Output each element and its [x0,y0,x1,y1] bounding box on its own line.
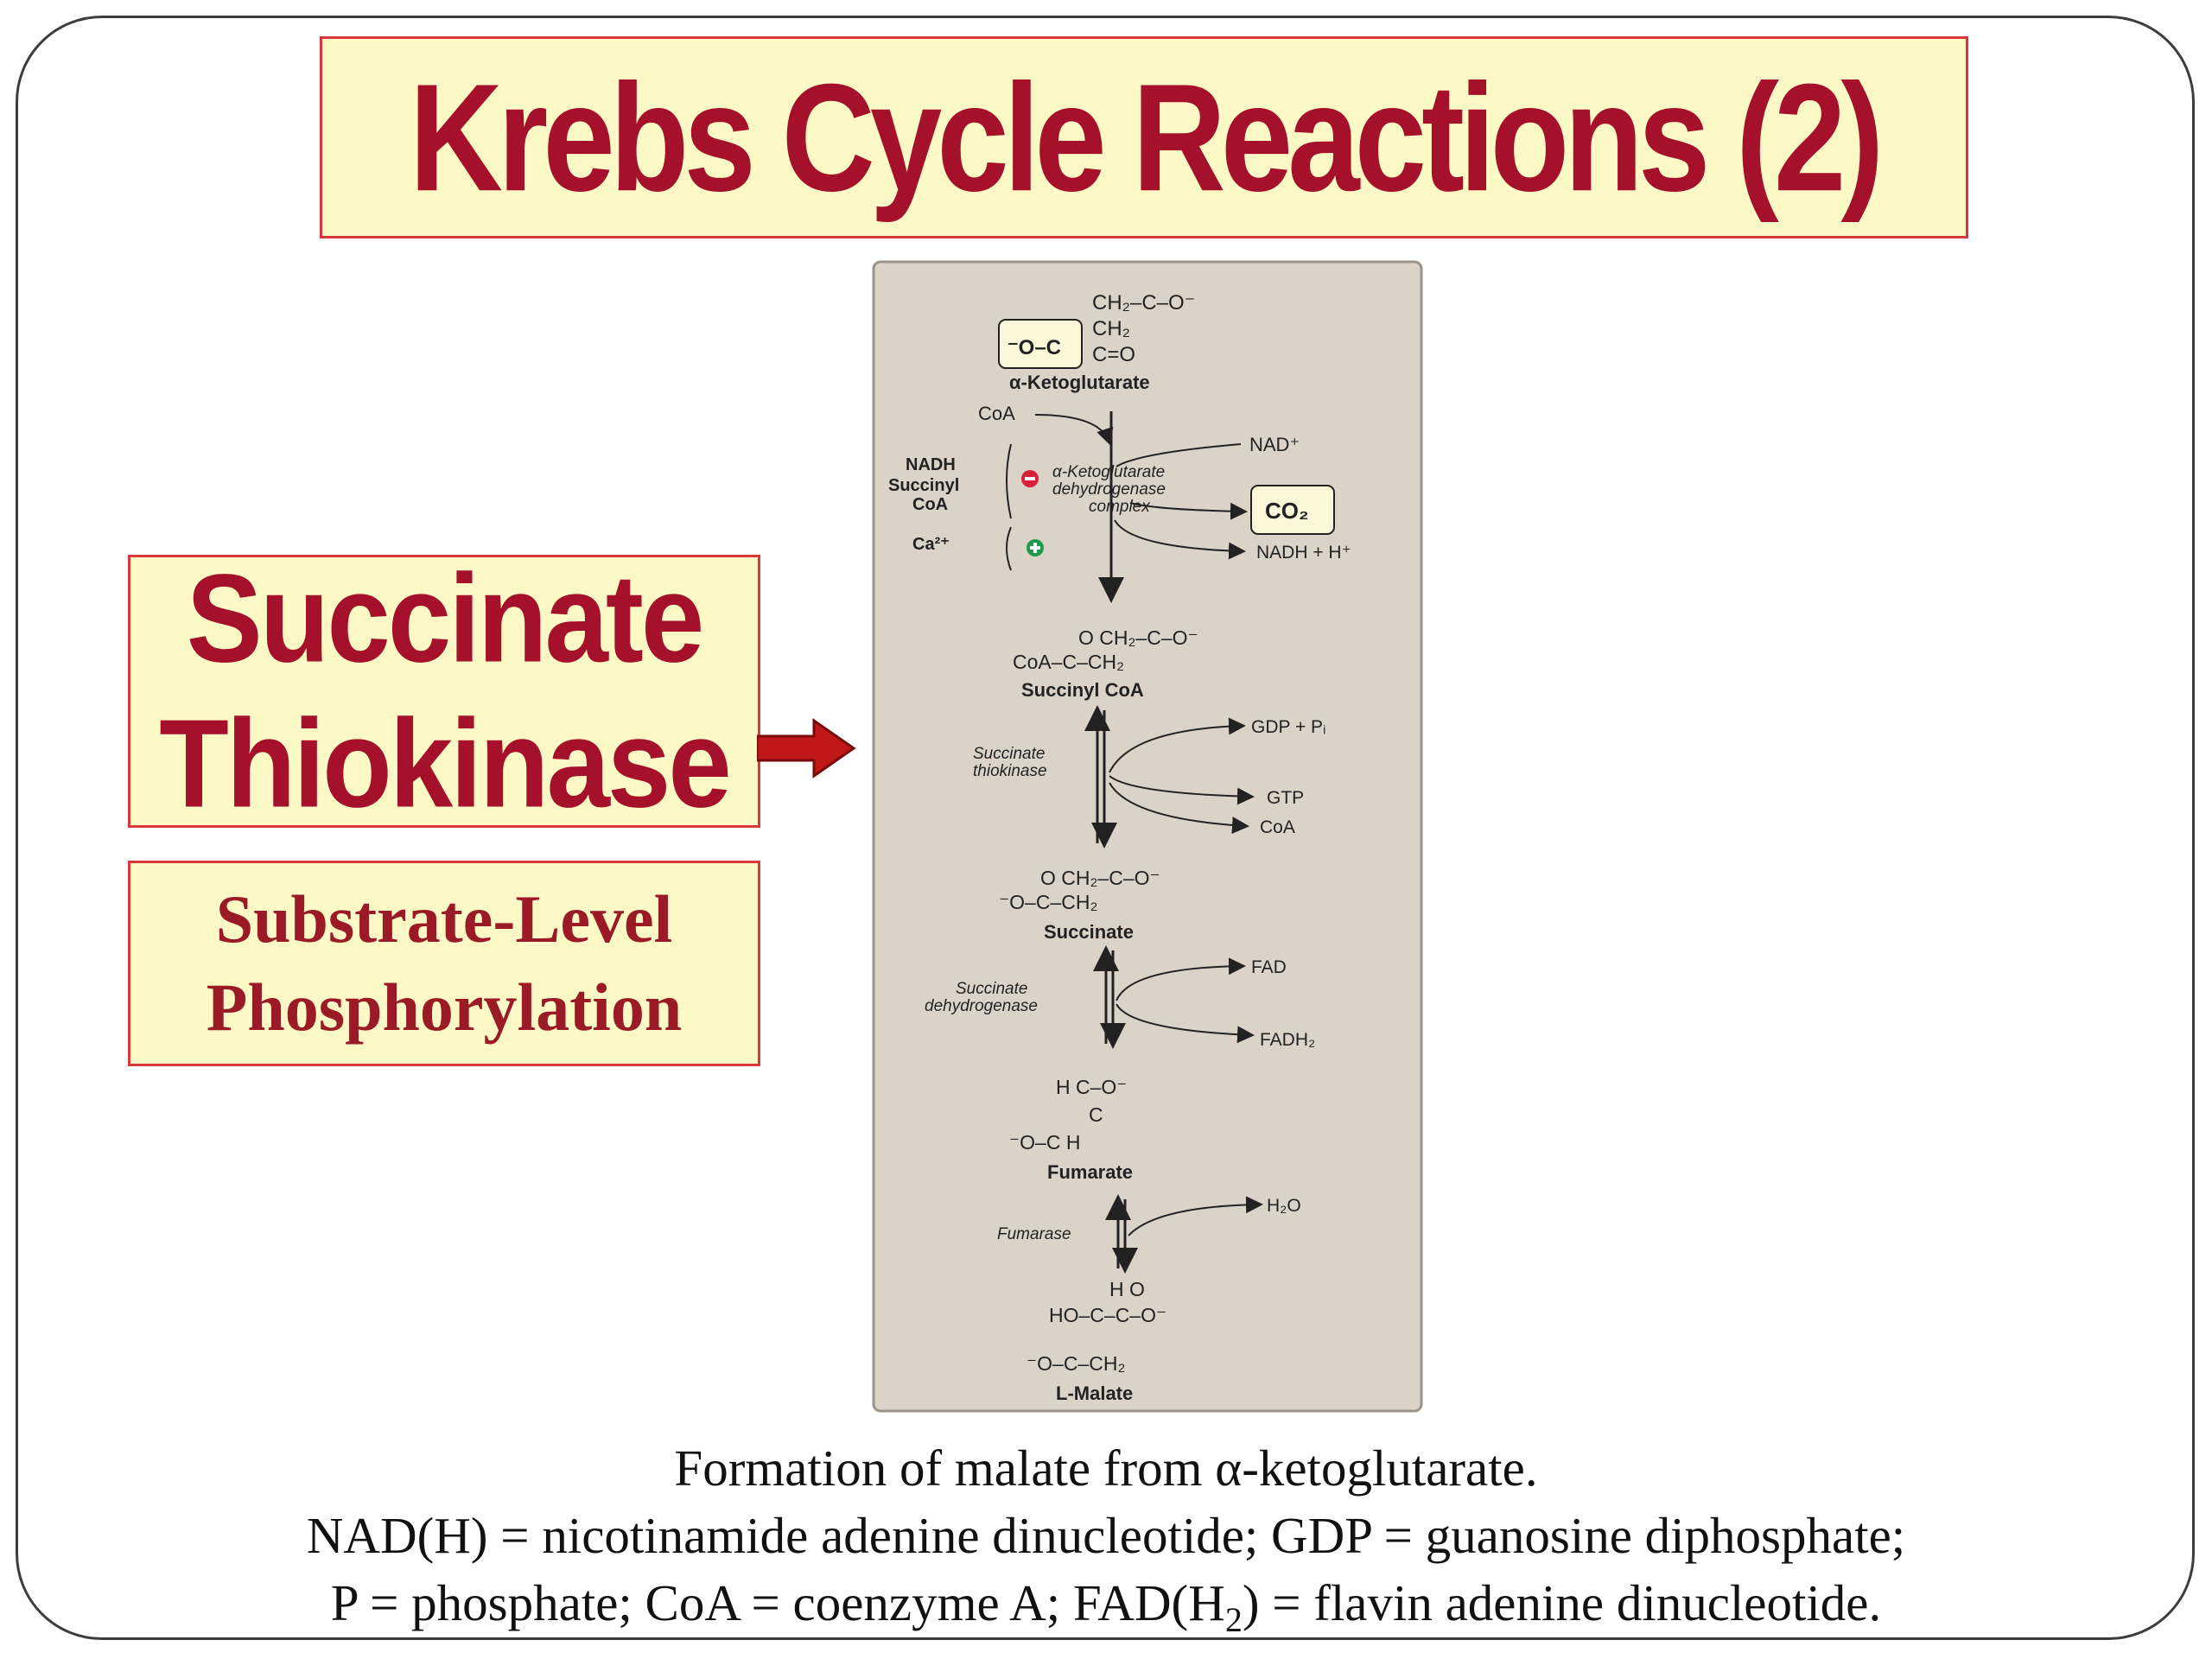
activator-ca-label: Ca²⁺ [912,535,950,554]
coa-in-label: CoA [978,403,1015,424]
caption-line2: NAD(H) = nicotinamide adenine dinucleoti… [306,1507,1906,1564]
gdp-pi-label: GDP + Pᵢ [1251,717,1325,737]
succinyl-coa-label: Succinyl CoA [1021,679,1144,701]
h2o-label: H₂O [1267,1196,1301,1216]
slide-title: Krebs Cycle Reactions (2) [409,51,1885,223]
title-banner: Krebs Cycle Reactions (2) [320,36,1968,238]
process-name-line1: Substrate-Level [215,881,673,957]
akg-structure-top: CH₂–C–O⁻ [1092,291,1195,315]
akg-structure-bottom: C=O [1092,343,1135,366]
nad-plus-label: NAD⁺ [1249,434,1300,455]
akg-boxed-carboxyl [998,319,1083,369]
caption-line3: P = phosphate; CoA = coenzyme A; FAD(H2)… [0,1569,2212,1654]
co2-label: CO₂ [1265,498,1309,524]
succinyl-coa-structure-bottom: CoA–C–CH₂ [1013,651,1124,673]
inhibitor-nadh-label: NADH [906,455,956,474]
process-name-line2: Phosphorylation [206,969,683,1045]
inhibitor-coa-label: CoA [912,495,948,514]
enzyme3-line2: dehydrogenase [925,997,1038,1015]
succinate-label: Succinate [1044,921,1134,943]
caption-line1: Formation of malate from α-ketoglutarate… [674,1440,1538,1497]
fumarate-structure-bottom: ⁻O–C H [1009,1131,1080,1154]
krebs-reaction-figure: CH₂–C–O⁻ CH₂ ⁻O–C C=O α-Ketoglutarate Co… [872,260,1423,1413]
malate-structure-bottom: ⁻O–C–CH₂ [1027,1352,1125,1375]
figure-caption: Formation of malate from α-ketoglutarate… [0,1434,2212,1654]
fumarate-structure-mid: C [1089,1103,1103,1126]
akg-structure-mid: CH₂ [1092,317,1130,340]
fumarate-label: Fumarate [1047,1161,1133,1183]
malate-structure-mid: HO–C–C–O⁻ [1049,1304,1166,1326]
succinate-structure-bottom: ⁻O–C–CH₂ [999,891,1097,913]
figure-panel [872,260,1423,1413]
coa-out-label: CoA [1260,817,1295,837]
enzyme3-line1: Succinate [956,980,1027,998]
caption-line3-suffix: ) = flavin adenine dinucleotide. [1242,1574,1882,1631]
enzyme-callout-box: Succinate Thiokinase [128,549,760,833]
caption-line3-prefix: P = phosphate; CoA = coenzyme A; FAD(H [330,1574,1225,1631]
akg-boxed-text: ⁻O–C [1007,336,1061,359]
fad-label: FAD [1251,957,1287,977]
enzyme-name-line1: Succinate [186,548,705,689]
malate-label: L-Malate [1056,1382,1133,1404]
enzyme1-line3: complex [1089,498,1151,516]
caption-line3-subscript: 2 [1224,1599,1243,1639]
enzyme2-line2: thiokinase [973,762,1047,780]
alpha-ketoglutarate-label: α-Ketoglutarate [1009,372,1150,393]
fumarate-structure-top: H C–O⁻ [1056,1076,1127,1098]
nadh-h-label: NADH + H⁺ [1256,543,1351,563]
co2-box [1250,485,1335,535]
process-callout-box: Substrate-Level Phosphorylation [128,861,760,1066]
malate-structure-top: H O [1109,1278,1145,1300]
enzyme4-label: Fumarase [997,1225,1071,1243]
gtp-label: GTP [1267,788,1304,808]
enzyme1-line2: dehydrogenase [1052,480,1166,499]
fadh2-label: FADH₂ [1260,1030,1315,1050]
enzyme2-line1: Succinate [973,745,1045,763]
succinate-structure-top: O CH₂–C–O⁻ [1040,867,1160,889]
enzyme1-line1: α-Ketoglutarate [1052,463,1165,481]
pointer-arrow-icon [757,718,856,779]
enzyme-name-line2: Thiokinase [159,693,732,834]
inhibitor-succinyl-label: Succinyl [888,476,959,495]
succinyl-coa-structure-top: O CH₂–C–O⁻ [1078,626,1198,649]
